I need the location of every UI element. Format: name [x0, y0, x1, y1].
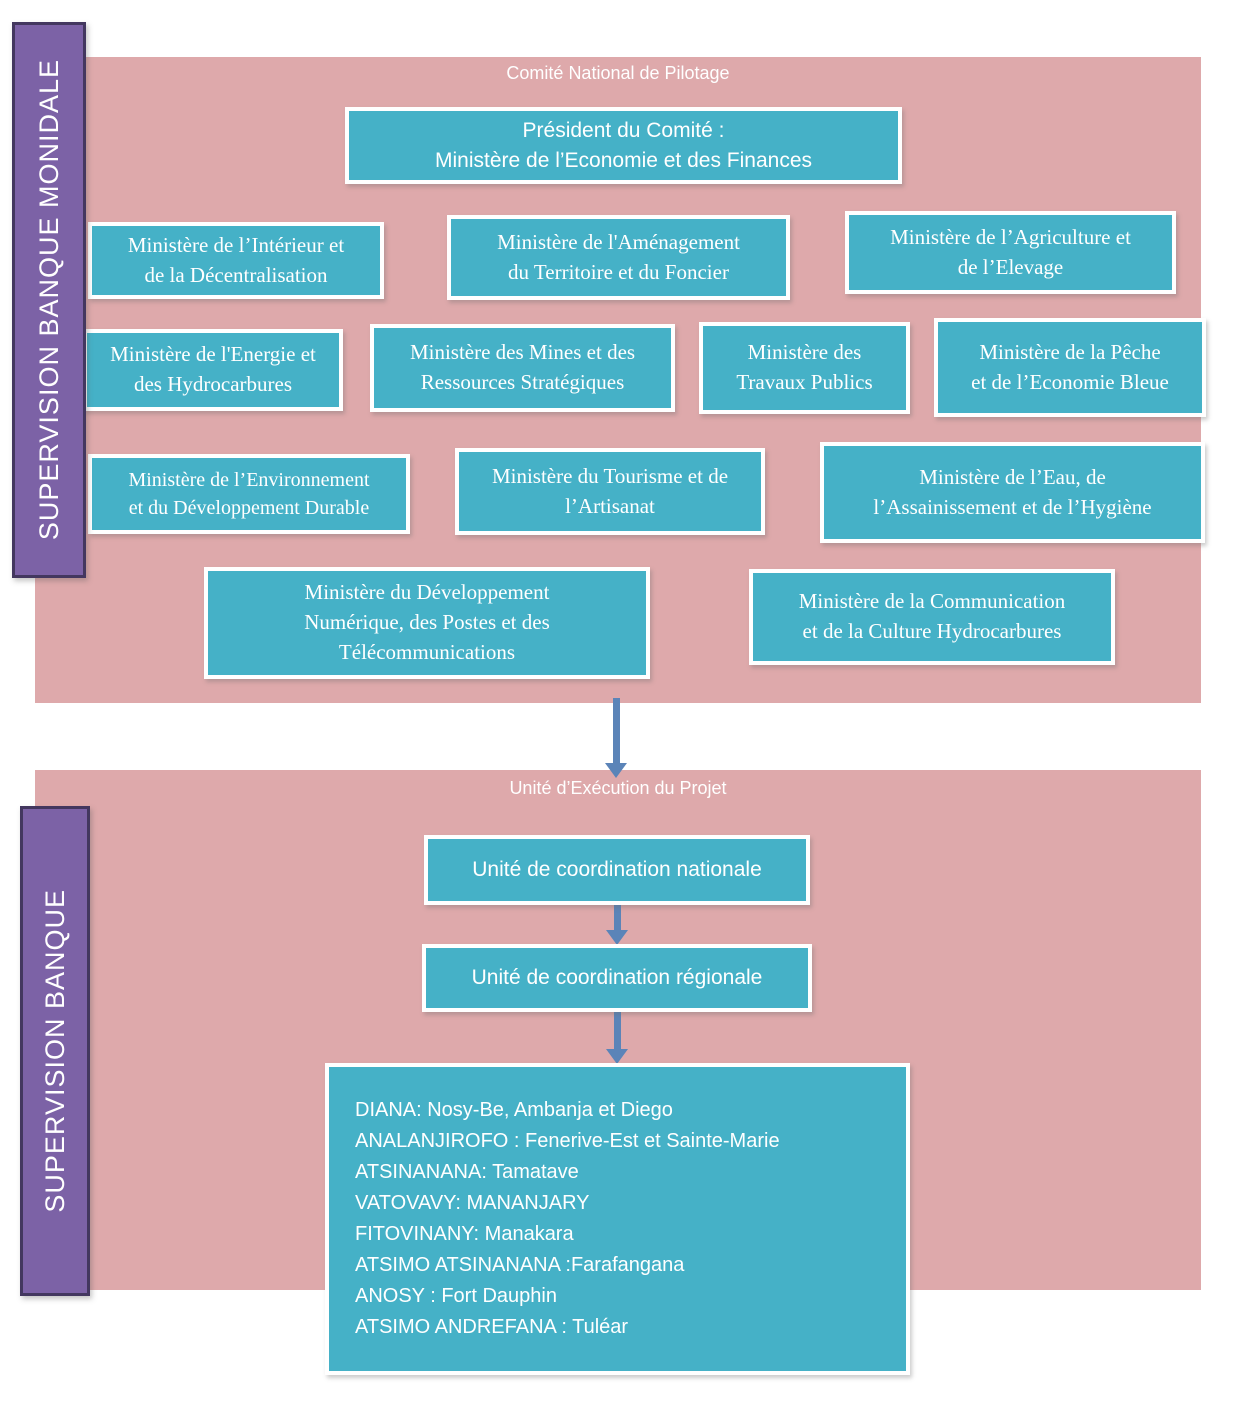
ministry-box-energie: Ministère de l'Energie et des Hydrocarbu… — [83, 329, 343, 411]
arrow-head-icon — [606, 930, 628, 945]
arrow-shaft — [613, 1012, 621, 1049]
ministry-box-mines: Ministère des Mines et des Ressources St… — [370, 324, 675, 412]
ministry-box-communication: Ministère de la Communication et de la C… — [749, 569, 1115, 665]
execution-panel-title: Unité d’Exécution du Projet — [509, 778, 727, 798]
ministry-box-agriculture: Ministère de l’Agriculture et de l’Eleva… — [845, 211, 1176, 294]
arrow-head-icon — [605, 763, 627, 778]
region-line-atsinanana: ATSINANANA: Tamatave — [355, 1161, 579, 1183]
region-line-vatovavy: VATOVAVY: MANANJARY — [355, 1192, 590, 1214]
arrow-shaft — [613, 905, 621, 930]
region-line-fitovinany: FITOVINANY: Manakara — [355, 1223, 574, 1245]
arrow-shaft — [612, 698, 620, 763]
ministry-box-interieur: Ministère de l’Intérieur et de la Décent… — [88, 222, 384, 299]
supervision-banner-bottom: SUPERVISION BANQUE — [20, 806, 90, 1296]
region-line-analanjirofo: ANALANJIROFO : Fenerive-Est et Sainte-Ma… — [355, 1130, 780, 1152]
region-line-atsimo-atsinanana: ATSIMO ATSINANANA :Farafangana — [355, 1254, 685, 1276]
president-box: Président du Comité : Ministère de l’Eco… — [345, 107, 902, 184]
ministry-box-tourisme: Ministère du Tourisme et de l’Artisanat — [455, 448, 765, 535]
ministry-box-peche: Ministère de la Pêche et de l’Economie B… — [934, 318, 1206, 417]
region-line-atsimo-andrefana: ATSIMO ANDREFANA : Tuléar — [355, 1316, 629, 1338]
arrow-head-icon — [606, 1049, 628, 1064]
ministry-box-environnement: Ministère de l’Environnement et du Dével… — [88, 454, 410, 534]
pilotage-panel-title: Comité National de Pilotage — [506, 63, 730, 83]
ministry-box-eau: Ministère de l’Eau, de l’Assainissement … — [820, 442, 1205, 543]
region-line-anosy: ANOSY : Fort Dauphin — [355, 1285, 557, 1307]
ministry-box-developpement-numerique: Ministère du Développement Numérique, de… — [204, 567, 650, 679]
regions-list-box: DIANA: Nosy-Be, Ambanja et Diego ANALANJ… — [325, 1063, 910, 1375]
flow-arrow-regional-regions — [606, 1012, 628, 1064]
ministry-box-amenagement: Ministère de l'Aménagement du Territoire… — [447, 215, 790, 300]
supervision-banner-top: SUPERVISION BANQUE MONIDALE — [12, 22, 86, 578]
regional-coordination-box: Unité de coordination régionale — [422, 944, 812, 1012]
flow-arrow-panel — [605, 698, 627, 778]
supervision-banner-top-label: SUPERVISION BANQUE MONIDALE — [33, 59, 64, 541]
region-line-diana: DIANA: Nosy-Be, Ambanja et Diego — [355, 1099, 673, 1121]
supervision-banner-bottom-label: SUPERVISION BANQUE — [39, 889, 70, 1213]
flow-arrow-national-regional — [606, 905, 628, 945]
national-coordination-box: Unité de coordination nationale — [424, 835, 810, 905]
ministry-box-travaux-publics: Ministère des Travaux Publics — [699, 322, 910, 414]
